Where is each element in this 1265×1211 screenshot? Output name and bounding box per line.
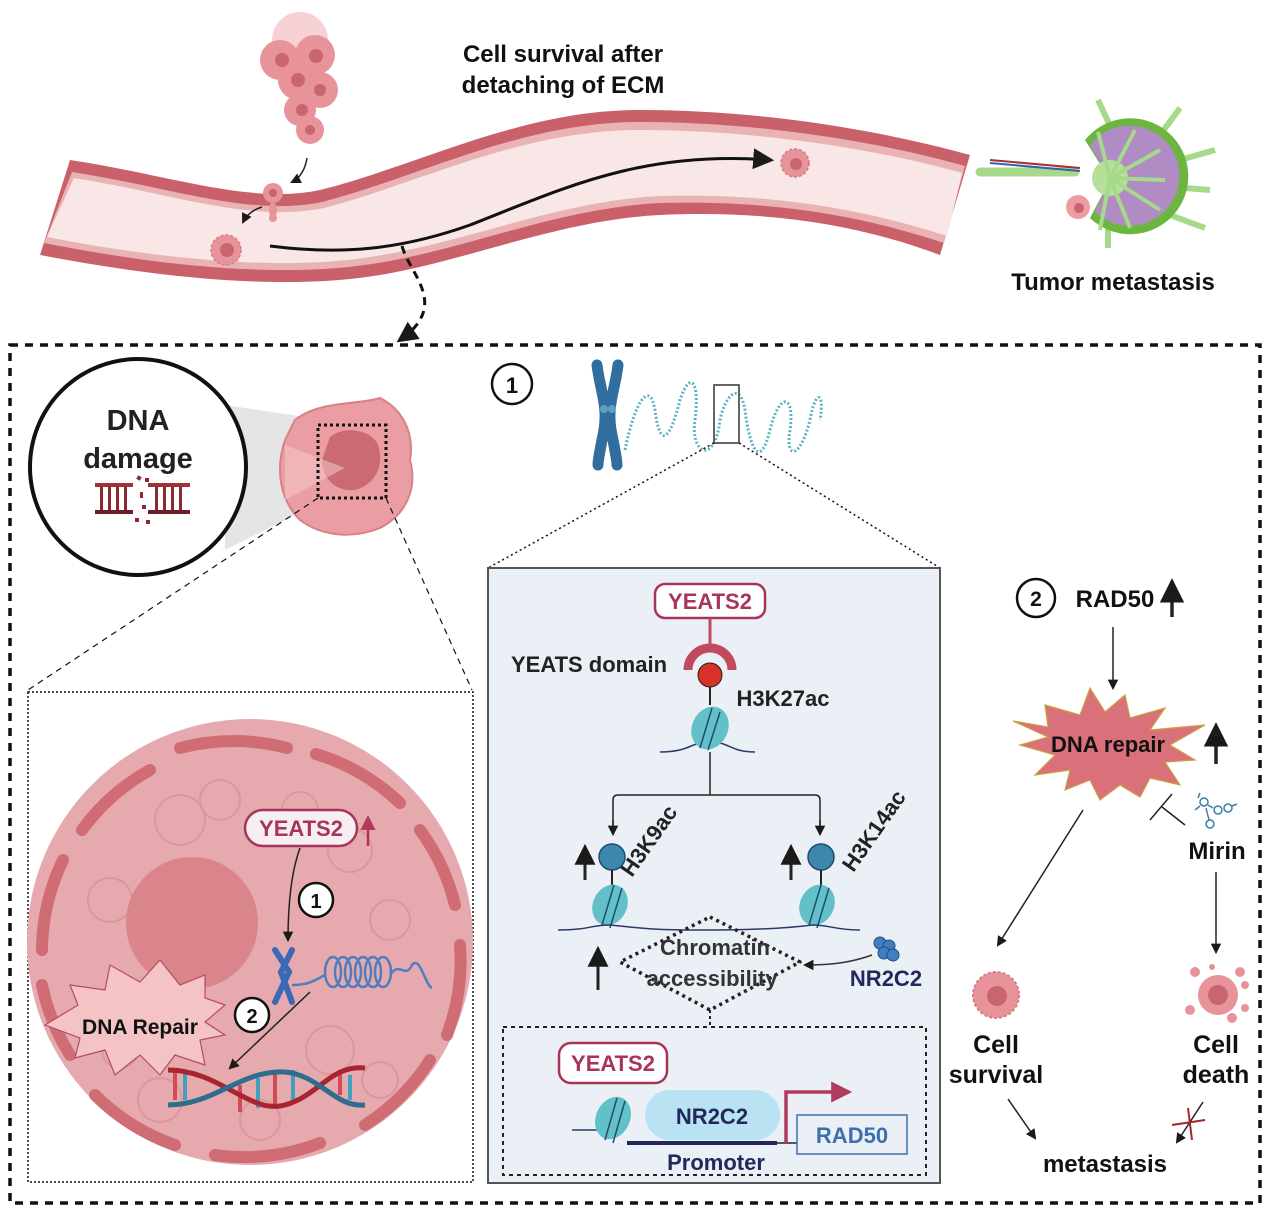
- zoom-line-center-right: [738, 442, 941, 569]
- step1-arrow: [282, 847, 301, 943]
- yeats-domain-icon: [683, 643, 737, 671]
- zoom-line-center-left: [487, 442, 715, 569]
- svg-text:1: 1: [506, 373, 518, 398]
- step2-badge-right: 2: [1015, 577, 1057, 619]
- intravasation-arrow: [290, 157, 308, 183]
- dna-damage-line1: DNA: [107, 405, 170, 437]
- yeats-domain-label: YEATS domain: [511, 652, 667, 677]
- surviving-cell-icon: [972, 971, 1020, 1019]
- chromatin-line1: Chromatin: [660, 935, 770, 960]
- mirin-label: Mirin: [1188, 838, 1245, 865]
- chromatin-coil-icon: [291, 955, 433, 990]
- step2-arrow: [228, 991, 311, 1070]
- branch-connector: [612, 794, 821, 832]
- lymph-node-icon: [975, 98, 1216, 248]
- cell-death-line1: Cell: [1193, 1031, 1239, 1059]
- detach-arrow: [242, 206, 263, 224]
- rad50-label: RAD50: [1076, 586, 1155, 613]
- blocked-cross-icon: [1171, 1107, 1206, 1141]
- svg-text:1: 1: [310, 891, 321, 913]
- broken-dna-icon: [95, 475, 190, 524]
- dna-repair-label-nucleus: DNA Repair: [82, 1016, 198, 1039]
- nucleolus: [126, 857, 258, 989]
- circulating-tumor-cell-2-icon: [780, 148, 810, 178]
- step1-badge-center: 1: [490, 362, 534, 406]
- dna-strand: [557, 924, 861, 931]
- transcription-start-arrow-icon: [784, 1081, 853, 1143]
- title-line1: Cell survival after: [463, 41, 663, 68]
- nr2c2-promoter-label: NR2C2: [676, 1104, 748, 1129]
- yeats2-badge-nucleus: YEATS2: [243, 808, 376, 848]
- nucleosome-icon-promoter: [572, 1096, 631, 1144]
- main-panel-border: [8, 343, 1262, 1205]
- nr2c2-label: NR2C2: [850, 966, 922, 991]
- step1-badge-nucleus: 1: [297, 881, 335, 919]
- dna-damage-line2: damage: [83, 443, 193, 475]
- rad50-gene-label: RAD50: [816, 1123, 888, 1148]
- zoom-line-left: [27, 497, 319, 691]
- svg-text:YEATS2: YEATS2: [668, 589, 752, 614]
- acetyl-mark-h3k27ac: [697, 662, 723, 688]
- nucleus-zoom-box: [316, 423, 388, 500]
- circulation-arrow: [269, 148, 775, 252]
- zoom-line-right: [385, 497, 473, 691]
- accessibility-outline: [618, 915, 802, 1012]
- cancer-cell-icon: [279, 396, 414, 536]
- dying-cell-icon: [1185, 964, 1249, 1023]
- inhibition-bar-icon: [1149, 793, 1173, 821]
- cell-survival-line1: Cell: [973, 1031, 1019, 1059]
- cell-death-line2: death: [1183, 1061, 1250, 1089]
- mirin-molecule-icon: [1194, 792, 1238, 829]
- chromatin-line2: accessibility: [647, 966, 779, 991]
- dna-repair-burst-right: DNA repair: [1012, 686, 1206, 801]
- step2-badge-nucleus: 2: [233, 996, 271, 1034]
- cell-survival-line2: survival: [949, 1061, 1044, 1089]
- svg-text:YEATS2: YEATS2: [571, 1051, 655, 1076]
- tumor-metastasis-label: Tumor metastasis: [1011, 269, 1215, 296]
- repair-to-survival-arrow: [996, 809, 1084, 947]
- chromosome-icon-center: [591, 359, 624, 471]
- mirin-inhibition-line: [1161, 806, 1186, 826]
- metastasis-label: metastasis: [1043, 1151, 1167, 1178]
- promoter-box: [502, 1026, 927, 1176]
- dna-repair-label-right: DNA repair: [1051, 732, 1166, 757]
- nr2c2-arrow: [802, 954, 873, 971]
- zoom-connector-arrow: [396, 245, 427, 343]
- dna-double-helix-icon: [167, 1065, 366, 1112]
- primary-tumor-cluster-icon: [260, 12, 338, 144]
- dna-repair-burst-nucleus: DNA Repair: [43, 959, 227, 1076]
- intravasating-cell-icon: [263, 183, 283, 222]
- yeats2-label-nucleus: YEATS2: [259, 816, 343, 841]
- promoter-label: Promoter: [667, 1150, 765, 1175]
- yeats2-badge-promoter: YEATS2: [557, 1041, 669, 1085]
- survival-to-metastasis-arrow: [1007, 1098, 1037, 1140]
- svg-text:2: 2: [246, 1006, 257, 1028]
- circulating-tumor-cell-icon: [210, 234, 242, 266]
- yeats2-badge-mechanism: YEATS2: [653, 582, 767, 620]
- nr2c2-protein-icon: [873, 936, 900, 962]
- svg-text:2: 2: [1030, 588, 1042, 611]
- nr2c2-binding-icon: [645, 1090, 780, 1140]
- chromatin-zoom-box: [713, 384, 740, 444]
- title-line2: detaching of ECM: [462, 72, 665, 99]
- chromosome-icon-nucleus: [272, 947, 295, 1005]
- nucleosome-icon-top: [659, 706, 756, 753]
- blood-vessel: [40, 110, 970, 283]
- h3k27ac-label: H3K27ac: [737, 686, 830, 711]
- chromatin-fiber-icon: [623, 381, 823, 454]
- rad50-gene-box: [796, 1114, 908, 1155]
